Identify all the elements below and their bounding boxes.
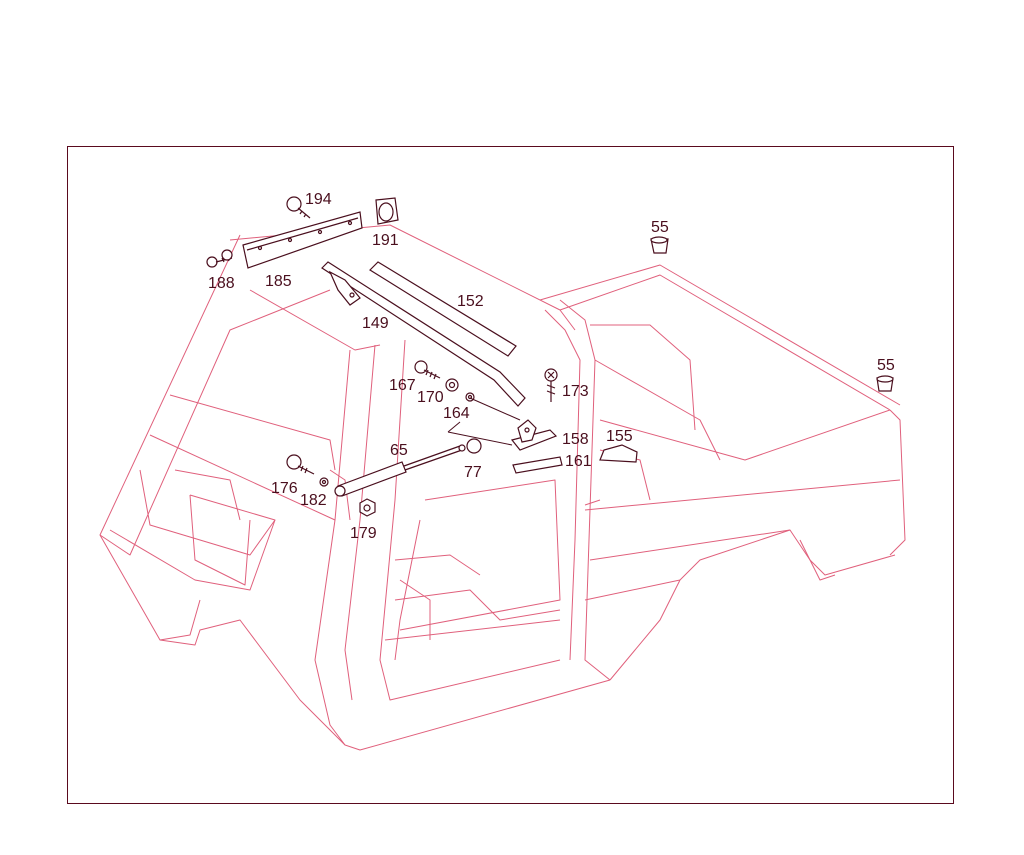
callout-182: 182	[300, 492, 327, 509]
part-185-rail	[242, 211, 363, 269]
callout-191: 191	[372, 232, 399, 249]
callout-194: 194	[305, 191, 332, 208]
leader-lines	[447, 397, 521, 446]
part-77-nut	[466, 438, 482, 454]
callout-55-b: 55	[877, 357, 895, 374]
callout-77: 77	[464, 464, 482, 481]
callout-labels: 194 191 188 185 152 149 55 55 167 170 16…	[208, 191, 895, 542]
callout-149: 149	[362, 315, 389, 332]
part-55-plug-a	[650, 236, 669, 254]
part-170-washer	[445, 378, 459, 392]
callout-65: 65	[390, 442, 408, 459]
callout-55-a: 55	[651, 219, 669, 236]
part-158-bracket	[510, 419, 558, 451]
callout-176: 176	[271, 480, 298, 497]
part-191-cap	[375, 197, 399, 225]
callout-170: 170	[417, 389, 444, 406]
part-182-washer	[319, 477, 329, 487]
part-173-screw	[544, 368, 558, 402]
part-149-strut	[321, 261, 526, 407]
part-188-screw	[206, 249, 233, 268]
part-161-pad	[512, 456, 563, 474]
callout-161: 161	[565, 453, 592, 470]
part-194-bolt	[286, 196, 311, 219]
callout-164: 164	[443, 405, 470, 422]
callout-188: 188	[208, 275, 235, 292]
part-167-bolt	[414, 360, 441, 380]
part-55-plug-b	[876, 375, 894, 392]
part-164-washer	[465, 392, 475, 402]
callout-158: 158	[562, 431, 589, 448]
callout-185: 185	[265, 273, 292, 290]
part-176-bolt	[286, 454, 315, 475]
part-155-trim	[599, 444, 638, 463]
vehicle-body-outline	[99, 224, 906, 751]
callout-179: 179	[350, 525, 377, 542]
part-65-gas-strut	[334, 444, 466, 497]
part-152-tube	[369, 261, 517, 357]
part-179-nut	[359, 498, 376, 517]
callout-173: 173	[562, 383, 589, 400]
callout-152: 152	[457, 293, 484, 310]
callout-167: 167	[389, 377, 416, 394]
diagram-frame	[67, 146, 954, 804]
callout-155: 155	[606, 428, 633, 445]
